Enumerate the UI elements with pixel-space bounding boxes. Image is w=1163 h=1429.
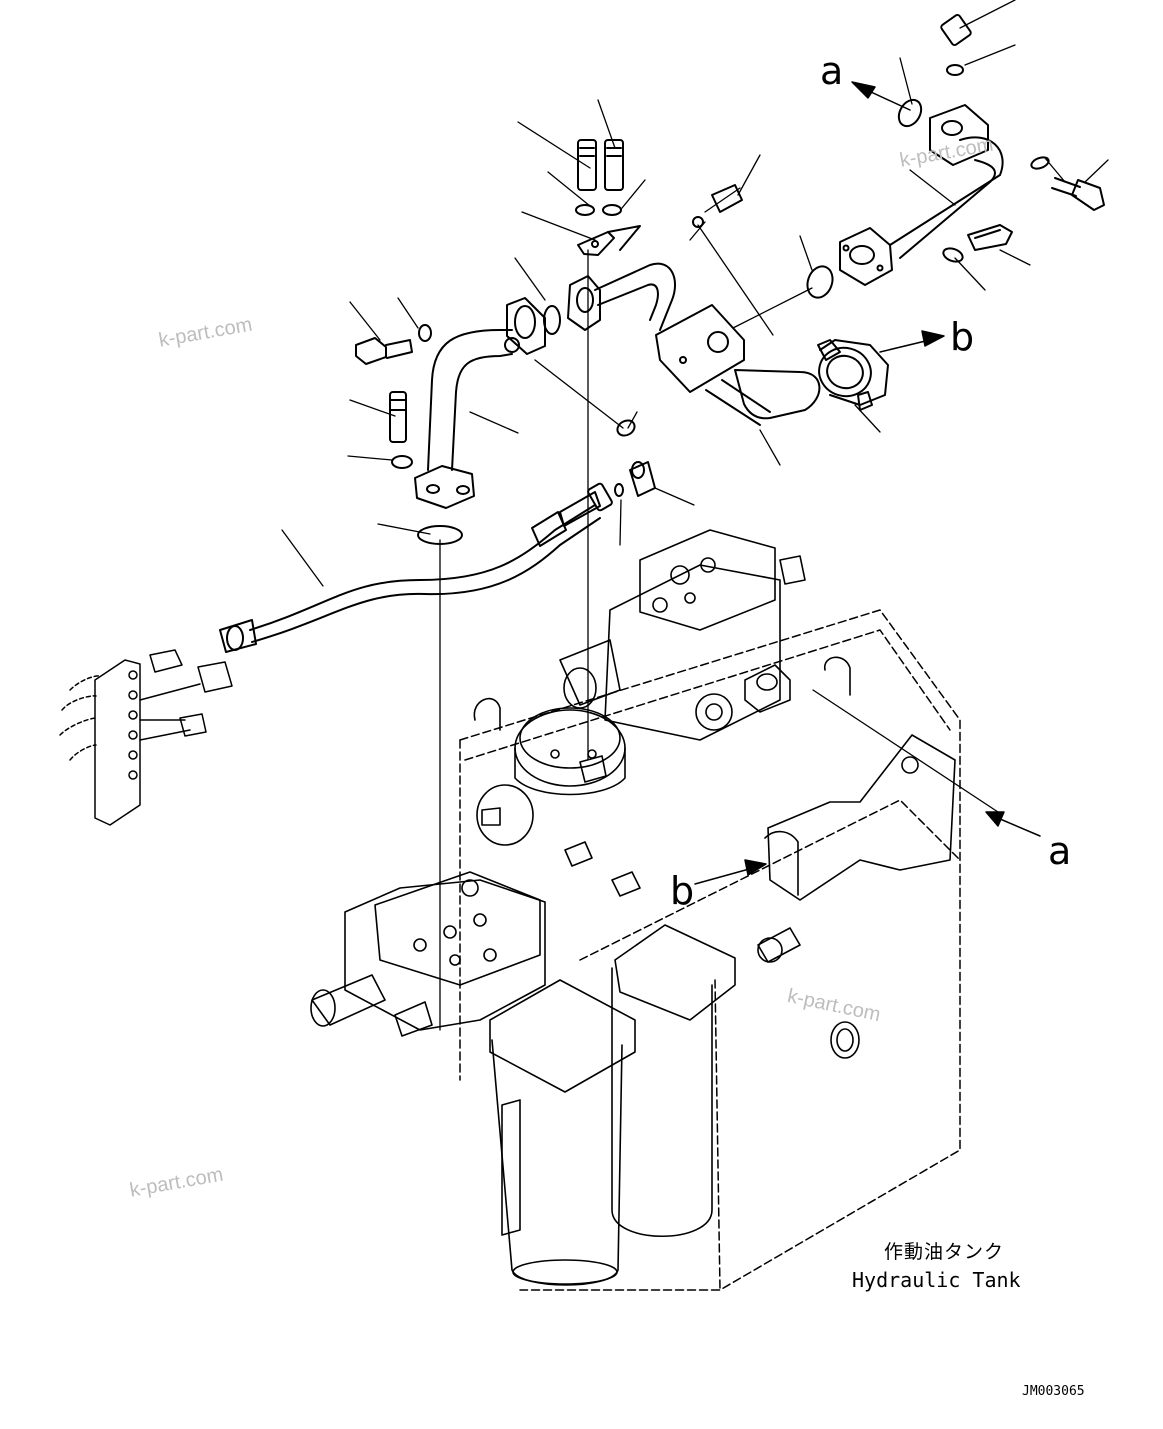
tank-label-japanese: 作動油タンク <box>884 1241 1005 1263</box>
tank-label-english: Hydraulic Tank <box>852 1268 1021 1292</box>
left-tube <box>355 297 636 545</box>
mounting-bracket <box>575 139 743 256</box>
callout-arrows <box>694 81 1041 885</box>
drawing-code: JM003065 <box>1022 1384 1085 1399</box>
split-clamp <box>817 339 889 411</box>
hydraulic-tank <box>459 609 961 1291</box>
upper-right-pipe <box>839 136 1013 286</box>
manifold-block <box>59 649 233 826</box>
callout-b-top: b <box>950 315 975 359</box>
tank-details <box>310 529 956 1286</box>
hydraulic-hose <box>219 461 656 653</box>
callout-b-mid: b <box>670 869 695 913</box>
callout-a-right: a <box>1048 829 1072 873</box>
upper-right-fitting <box>897 14 1105 211</box>
leader-lines <box>281 0 1109 1031</box>
callout-a-top: a <box>820 49 844 93</box>
middle-tube <box>567 262 834 426</box>
